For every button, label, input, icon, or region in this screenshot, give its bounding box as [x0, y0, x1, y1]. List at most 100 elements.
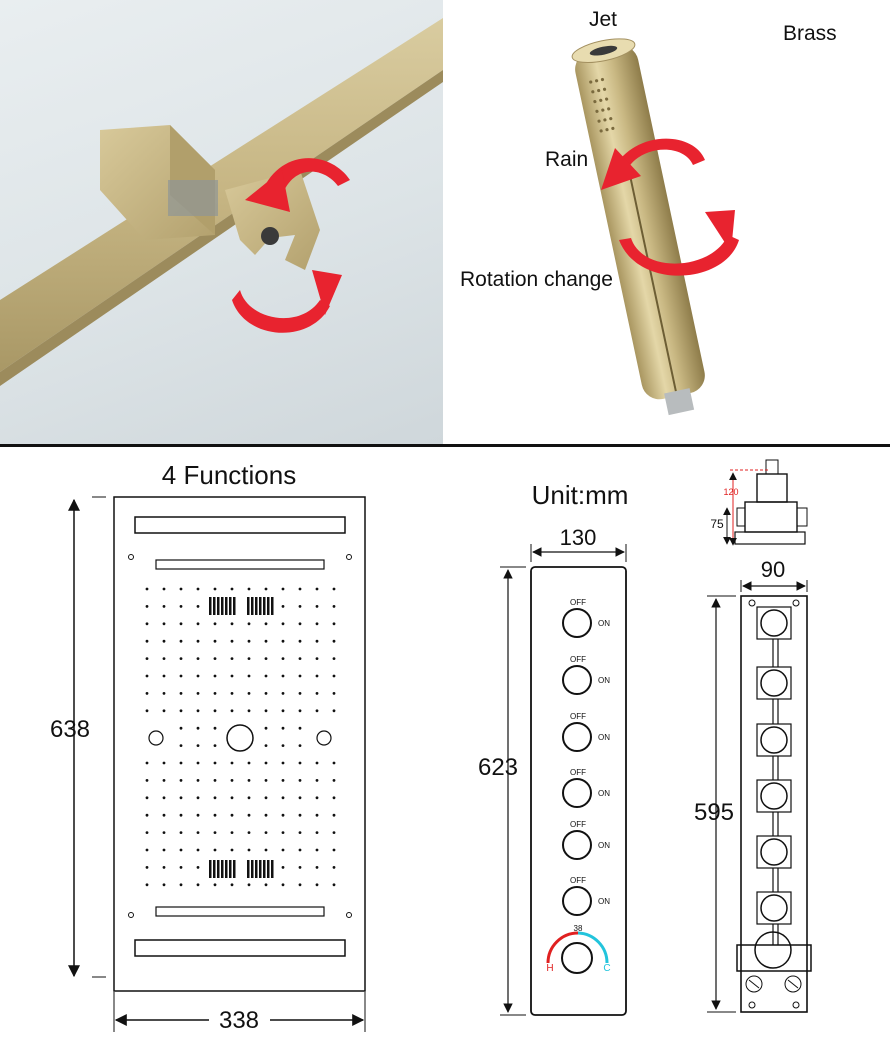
- arrow-head-bottom-icon: [312, 270, 342, 315]
- nozzle-dot: [145, 883, 149, 887]
- nozzle-dot: [332, 866, 336, 869]
- nozzle-dot: [145, 587, 149, 591]
- nozzle-dot: [196, 883, 200, 887]
- nozzle-dot: [179, 622, 183, 626]
- nozzle-dot: [145, 605, 149, 608]
- nozzle-dot: [162, 709, 166, 713]
- nozzle-dot: [230, 692, 234, 695]
- nozzle-dot: [213, 848, 217, 852]
- nozzle-dot: [213, 779, 217, 782]
- nozzle-dot: [145, 848, 149, 852]
- valve-drawing: [736, 595, 812, 1013]
- nozzle-dot: [315, 883, 319, 887]
- nozzle-dot: [281, 692, 285, 695]
- nozzle-dot: [247, 709, 251, 713]
- nozzle-dot: [298, 883, 302, 887]
- nozzle-dot: [247, 883, 251, 887]
- nozzle-dot: [196, 622, 200, 626]
- nozzle-dot: [162, 639, 166, 643]
- nozzle-dot: [315, 639, 319, 643]
- nozzle-dot: [315, 622, 319, 626]
- nozzle-dot: [298, 692, 302, 695]
- nozzle-dot: [179, 709, 183, 713]
- nozzle-dot: [179, 813, 183, 817]
- nozzle-dot: [315, 657, 319, 660]
- nozzle-dot: [247, 657, 251, 660]
- nozzle-dot: [264, 622, 268, 626]
- nozzle-dot: [315, 848, 319, 852]
- rotation-arrow-head-icon: [705, 210, 735, 252]
- nozzle-dot: [179, 779, 183, 782]
- nozzle-dot: [332, 709, 336, 713]
- holder-photo: [0, 0, 443, 444]
- nozzle-dot: [332, 622, 336, 626]
- nozzle-dot: [162, 605, 166, 608]
- nozzle-dot: [213, 726, 217, 730]
- nozzle-dot: [298, 779, 302, 782]
- nozzle-dot: [230, 883, 234, 887]
- nozzle-dot: [264, 744, 268, 747]
- nozzle-dot: [145, 657, 149, 660]
- nozzle-dot: [264, 657, 268, 660]
- nozzle-dot: [281, 587, 285, 591]
- nozzle-dot: [332, 692, 336, 695]
- nozzle-dot: [179, 831, 183, 834]
- nozzle-dot: [179, 866, 183, 869]
- nozzle-dot: [332, 848, 336, 852]
- nozzle-dot: [315, 692, 319, 695]
- slot-group: [247, 860, 274, 878]
- rotation-change-label: Rotation change: [460, 268, 613, 291]
- rain-arrow: [613, 138, 705, 172]
- nozzle-dot: [332, 831, 336, 834]
- nozzle-dot: [298, 587, 302, 591]
- nozzle-dot: [196, 587, 200, 591]
- nozzle-dot: [145, 692, 149, 695]
- nozzle-dot: [332, 657, 336, 660]
- nozzle-dot: [162, 692, 166, 695]
- nozzle-dot: [281, 779, 285, 782]
- knob-off-label: OFF: [570, 598, 586, 607]
- nozzle-dot: [281, 866, 285, 869]
- nozzle-dot: [162, 866, 166, 869]
- nozzle-dot: [298, 726, 302, 730]
- knob-on-label: ON: [598, 897, 610, 906]
- nozzle-dot: [315, 831, 319, 834]
- nozzle-dot: [332, 796, 336, 800]
- nozzle-dot: [162, 622, 166, 626]
- nozzle-dot: [145, 639, 149, 643]
- nozzle-dot: [264, 796, 268, 800]
- handheld-photo: Jet Brass Rain Rotation change: [443, 0, 890, 444]
- valve-depth-top-label: 120: [723, 487, 738, 497]
- nozzle-dot: [247, 622, 251, 626]
- nozzle-dot: [315, 796, 319, 800]
- slot-group: [209, 860, 236, 878]
- nozzle-dot: [196, 779, 200, 782]
- nozzle-dot: [281, 639, 285, 643]
- knob-on-label: ON: [598, 789, 610, 798]
- nozzle-dot: [196, 709, 200, 713]
- nozzle-dot: [196, 744, 200, 747]
- nozzle-dot: [298, 674, 302, 678]
- jet-label: Jet: [589, 8, 618, 31]
- nozzle-dot: [213, 883, 217, 887]
- unit-label: Unit:mm: [532, 480, 629, 510]
- nozzle-dot: [179, 674, 183, 678]
- nozzle-dot: [281, 674, 285, 678]
- nozzle-dot: [230, 761, 234, 765]
- nozzle-dot: [281, 657, 285, 660]
- nozzle-dot: [332, 813, 336, 817]
- nozzle-dot: [213, 761, 217, 765]
- nozzle-dot: [332, 883, 336, 887]
- nozzle-dot: [179, 761, 183, 765]
- nozzle-dot: [162, 883, 166, 887]
- nozzle-dot: [179, 587, 183, 591]
- nozzle-dot: [145, 709, 149, 713]
- nozzle-dot: [332, 587, 336, 591]
- nozzle-dot: [264, 709, 268, 713]
- nozzle-dot: [281, 726, 285, 730]
- nozzle-dot: [179, 657, 183, 660]
- nozzle-dot: [145, 674, 149, 678]
